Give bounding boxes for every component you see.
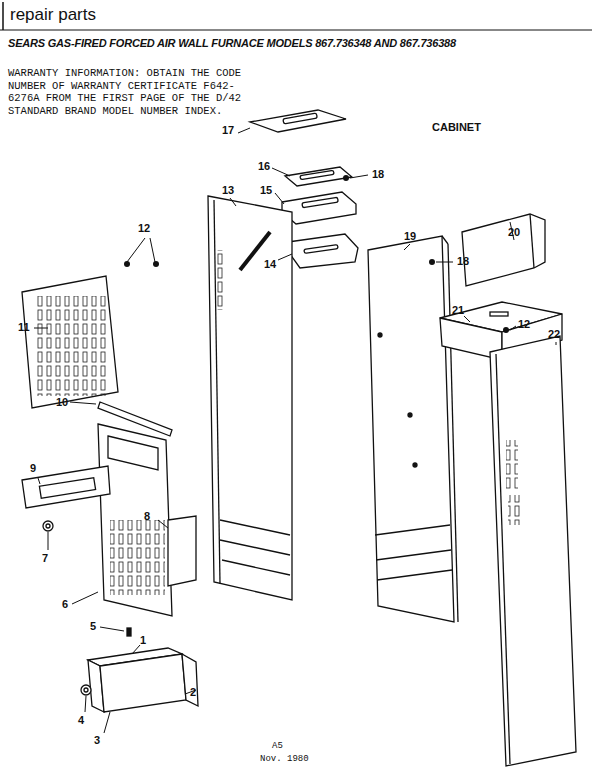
side-panel: [208, 196, 292, 600]
callout-number: 12: [138, 222, 150, 234]
callout-number: 10: [56, 396, 68, 408]
callout-number: 5: [90, 620, 96, 632]
callout-number: 16: [258, 160, 270, 172]
back-panel: [368, 236, 454, 622]
callout-number: 15: [260, 184, 272, 196]
callout-number: 3: [94, 734, 100, 746]
callout-number: 7: [42, 552, 48, 564]
callout-number: 4: [78, 714, 84, 726]
header: repair parts: [10, 6, 96, 25]
callout-number: 21: [452, 304, 464, 316]
drawing-date: Nov. 1980: [260, 755, 309, 765]
callout-number: 14: [264, 258, 276, 270]
callout-number: 19: [404, 230, 416, 242]
callout-number: 22: [548, 328, 560, 340]
callout-number: 18: [457, 255, 469, 267]
section-heading: CABINET: [432, 121, 481, 133]
callout-number: 18: [372, 168, 384, 180]
top-plate: [250, 110, 346, 132]
callout-number: 2: [190, 686, 196, 698]
drawing-code: A5: [272, 742, 283, 752]
front-panel: [98, 424, 172, 616]
callout-number: 11: [18, 321, 30, 333]
right-panel: [490, 336, 576, 766]
screws: [124, 175, 509, 333]
callout-number: 12: [518, 318, 530, 330]
header-rule: [2, 2, 4, 30]
diagram-title: SEARS GAS-FIRED FORCED AIR WALL FURNACE …: [8, 37, 456, 49]
upper-grille: [22, 276, 118, 408]
header-rule: [0, 30, 592, 31]
callout-number: 1: [140, 634, 146, 646]
callout-number: 20: [508, 226, 520, 238]
parts: [22, 110, 576, 766]
callout-number: 9: [30, 462, 36, 474]
callout-number: 8: [144, 510, 150, 522]
callout-number: 6: [62, 598, 68, 610]
leader-lines: [34, 128, 556, 733]
warranty-note: WARRANTY INFORMATION: OBTAIN THE CODE NU…: [8, 67, 253, 117]
callout-number: 13: [222, 184, 234, 196]
callout-number: 17: [222, 124, 234, 136]
